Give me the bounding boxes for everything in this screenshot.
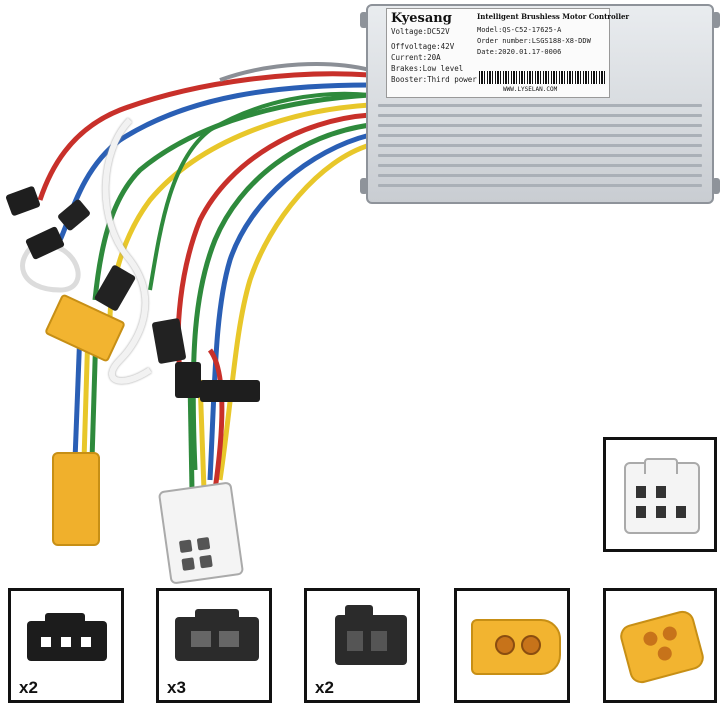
controller-title: Intelligent Brushless Motor Controller (477, 12, 630, 21)
order-number: Order number:LSGS188-X8-DDW (477, 37, 591, 45)
thumb-xt60-male (454, 588, 570, 703)
spec-booster: Booster:Third power (391, 75, 477, 84)
thumb-4pin-connector: x3 (156, 588, 272, 703)
hall-connector-white (157, 481, 245, 585)
website: WWW.LYSELAN.COM (503, 86, 558, 93)
harness-connector (200, 380, 260, 402)
spec-voltage: Voltage:DC52V (391, 27, 450, 36)
motor-controller: Kyesang Voltage:DC52V Offvoltage:42V Cur… (360, 4, 720, 204)
harness-connector (175, 362, 201, 398)
manufacture-date: Date:2020.01.17-0006 (477, 48, 562, 56)
brand-name: Kyesang (391, 11, 452, 26)
barcode (479, 71, 605, 84)
spec-current: Current:20A (391, 53, 441, 62)
spec-off-voltage: Offvoltage:42V (391, 42, 455, 51)
model-number: Model:QS-C52-17625-A (477, 26, 562, 34)
count-label: x2 (315, 678, 334, 697)
yellow-sleeve-connector (52, 452, 100, 546)
thumb-3pin-connector: x2 (8, 588, 124, 703)
controller-label: Kyesang Voltage:DC52V Offvoltage:42V Cur… (386, 8, 630, 98)
thumb-2pin-connector: x2 (304, 588, 420, 703)
thumb-hall-connector (603, 437, 717, 552)
count-label: x2 (19, 678, 38, 697)
count-label: x3 (167, 678, 186, 697)
thumb-xt60-female (603, 588, 717, 703)
spec-brakes: Brakes:Low level (391, 64, 464, 73)
